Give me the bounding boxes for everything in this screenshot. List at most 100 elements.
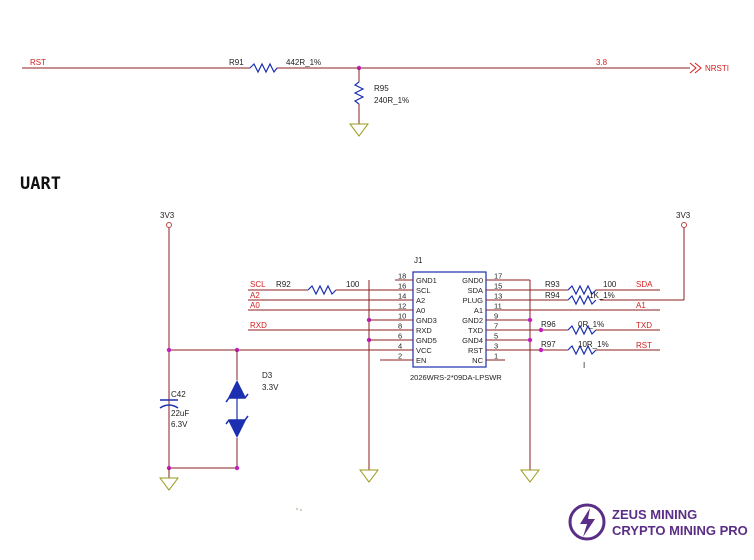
r91-resistor — [249, 62, 278, 74]
tvs-diode-d3: D3 3.3V — [225, 350, 279, 471]
pin-number-label: 3.8 — [596, 58, 608, 67]
net-label-txd: TXD — [636, 321, 652, 330]
j1-pin-name: GND5 — [416, 336, 437, 345]
r94-ref: R94 — [545, 291, 560, 300]
net-label-a1: A1 — [636, 301, 646, 310]
ground-symbol — [349, 123, 369, 137]
right-3v3-label: 3V3 — [676, 211, 691, 220]
r93-ref: R93 — [545, 280, 560, 289]
r95-ref: R95 — [374, 84, 389, 93]
j1-pin-name: RST — [468, 346, 483, 355]
junction-dot — [538, 327, 544, 333]
r91-ref: R91 — [229, 58, 244, 67]
right-wiring: R93 100 SDA R94 1K_1% A1 R96 0R_1% TXD R… — [505, 279, 660, 483]
j1-part-number: 2026WRS-2*09DA-LPSWR — [410, 373, 502, 382]
r97-value: 10R_1% — [578, 340, 609, 349]
power-pin-icon — [681, 222, 687, 228]
j1-pin-number: 1 — [494, 352, 498, 361]
r95-resistor — [353, 81, 365, 105]
ground-symbol — [520, 469, 540, 483]
net-label-rxd: RXD — [250, 321, 267, 330]
stray-mark: I — [583, 361, 585, 370]
junction-dot — [234, 465, 240, 471]
artifact-dot — [299, 508, 303, 512]
net-label-sda: SDA — [636, 280, 653, 289]
net-label-nrsti: NRSTI — [705, 64, 729, 73]
j1-pin-number: 16 — [398, 282, 406, 291]
j1-pin-name: RXD — [416, 326, 432, 335]
j1-pin-name: A0 — [416, 306, 425, 315]
j1-pin-number: 4 — [398, 342, 402, 351]
r97-resistor — [567, 344, 597, 356]
junction-dot — [166, 347, 172, 353]
j1-pin-number: 8 — [398, 322, 402, 331]
d3-value: 3.3V — [262, 383, 279, 392]
j1-pin-name: GND2 — [462, 316, 483, 325]
lightning-bolt-icon — [580, 508, 595, 537]
j1-pin-name: A2 — [416, 296, 425, 305]
artifact-dot — [295, 507, 299, 511]
logo-ring — [568, 503, 606, 541]
ground-symbol — [359, 469, 379, 483]
j1-pin-name: SDA — [468, 286, 483, 295]
net-label-scl: SCL — [250, 280, 266, 289]
r94-value: 1K_1% — [589, 291, 615, 300]
r97-ref: R97 — [541, 340, 556, 349]
j1-pin-name: GND1 — [416, 276, 437, 285]
section-heading: UART — [20, 174, 61, 194]
r94-resistor — [567, 294, 597, 306]
j1-pin-number: 2 — [398, 352, 402, 361]
c42-value: 22uF — [171, 409, 189, 418]
r92-ref: R92 — [276, 280, 291, 289]
r92-value: 100 — [346, 280, 360, 289]
j1-pin-number: 3 — [494, 342, 498, 351]
r93-resistor — [567, 284, 597, 296]
top-reset-circuit: RST R91 442R_1% R95 240R_1% 3.8 NRSTI — [22, 58, 729, 137]
j1-pin-number: 11 — [494, 302, 502, 311]
r95-value: 240R_1% — [374, 96, 409, 105]
c42-voltage: 6.3V — [171, 420, 188, 429]
port-arrow-icon — [689, 62, 697, 74]
c42-ref: C42 — [171, 390, 186, 399]
brand-logo: ZEUS MINING CRYPTO MINING PRO — [568, 503, 748, 541]
capacitor-plate — [159, 404, 179, 409]
j1-pin-number: 15 — [494, 282, 502, 291]
j1-pin-name: TXD — [468, 326, 484, 335]
r93-value: 100 — [603, 280, 617, 289]
j1-pin-number: 10 — [398, 312, 406, 321]
brand-tagline: CRYPTO MINING PRO — [612, 523, 748, 538]
left-wiring: SCL R92 100 A2 A0 RXD — [166, 280, 395, 483]
j1-pin-number: 9 — [494, 312, 498, 321]
j1-pin-number: 12 — [398, 302, 406, 311]
j1-pin-number: 13 — [494, 292, 502, 301]
junction-dot — [538, 347, 544, 353]
junction-dot — [527, 337, 533, 343]
left-3v3-label: 3V3 — [160, 211, 175, 220]
d3-ref: D3 — [262, 371, 273, 380]
port-arrow-icon — [694, 62, 702, 74]
ground-symbol — [159, 477, 179, 491]
junction-dot — [527, 317, 533, 323]
r92-resistor — [307, 284, 337, 296]
j1-pin-number: 5 — [494, 332, 498, 341]
r91-value: 442R_1% — [286, 58, 321, 67]
r96-ref: R96 — [541, 320, 556, 329]
capacitor-c42: C42 22uF 6.3V — [159, 390, 237, 491]
net-label-a0: A0 — [250, 301, 260, 310]
j1-pin-name: NC — [472, 356, 483, 365]
j1-pin-name: A1 — [474, 306, 483, 315]
j1-ref: J1 — [414, 256, 423, 265]
j1-pin-number: 17 — [494, 272, 502, 281]
diode-triangle-icon — [228, 380, 246, 398]
j1-pin-name: GND0 — [462, 276, 483, 285]
j1-pin-name: GND4 — [462, 336, 483, 345]
net-label-a2: A2 — [250, 291, 260, 300]
net-label-rst: RST — [30, 58, 46, 67]
j1-pin-name: EN — [416, 356, 426, 365]
j1-pin-name: GND3 — [416, 316, 437, 325]
j1-pin-number: 7 — [494, 322, 498, 331]
